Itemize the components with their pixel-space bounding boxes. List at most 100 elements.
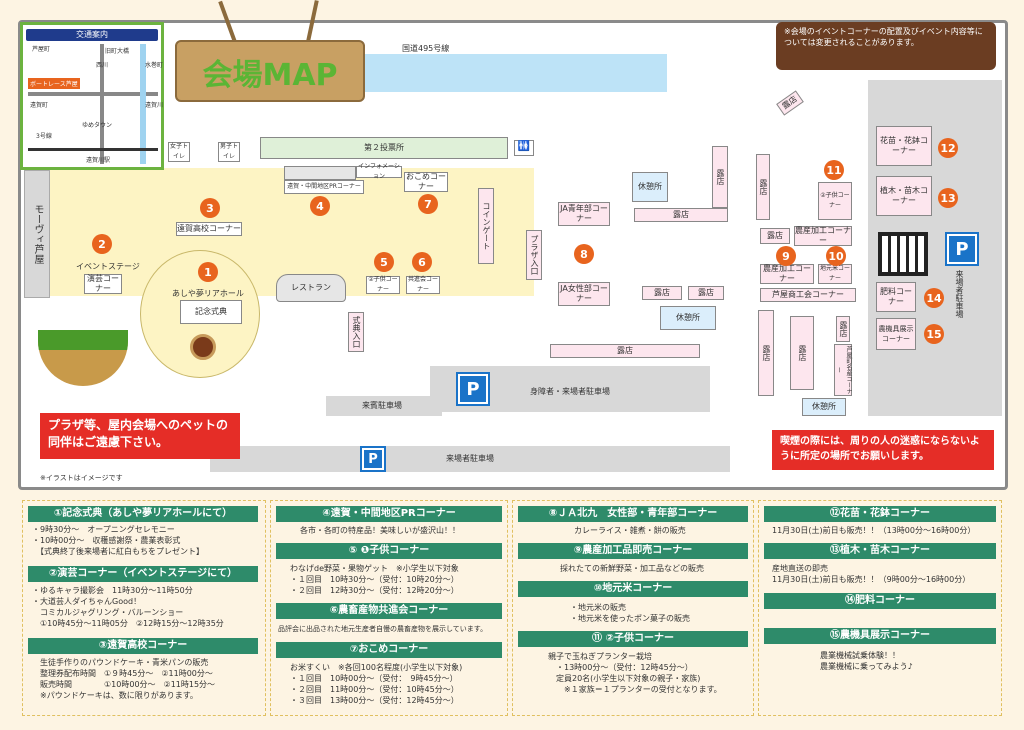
program-title-6: ⑥農畜産物共進会コーナー [276,603,502,619]
marker-9[interactable]: 9 [776,246,796,266]
program-text-2: ・ゆるキャラ撮影会 11時30分～11時50分 ・大道芸人ダイちゃんGood！ … [32,586,224,628]
change-notice: ※会場のイベントコーナーの配置及びイベント内容等については変更されることがありま… [776,22,996,70]
vote-office: 第２投票所 [260,137,508,159]
marker-14[interactable]: 14 [924,288,944,308]
program-title-3: ③遠賀高校コーナー [28,638,258,654]
program-text-4: 各市・各町の特産品！美味しいが盛沢山！！ [300,526,460,535]
visitor-parking-label-right: 来場者駐車場 [955,270,964,318]
visitor-parking-area [210,446,730,472]
marker-13[interactable]: 13 [938,188,958,208]
taiko-drum-icon [190,334,216,360]
machinery-corner[interactable]: 農機具展示コーナー [876,318,916,350]
stall-7: 露店 [760,228,790,244]
nosan-sale-corner[interactable]: 農産加工コーナー [760,264,814,284]
trees-corner[interactable]: 植木・苗木コーナー [876,176,932,216]
stall-6: 露店 [756,154,770,220]
marker-6[interactable]: 6 [412,252,432,272]
coin-gate[interactable]: コインゲート [478,188,494,264]
program-title-10: ⑩地元米コーナー [518,581,748,597]
flowers-corner[interactable]: 花苗・花鉢コーナー [876,126,932,166]
stall-9: 露店 [790,316,814,390]
visitor-parking-icon-right: P [945,232,979,266]
inset-river [140,44,146,164]
program-col-1 [22,500,266,716]
toilet-icon: 🚻 [514,140,534,156]
program-title-7: ⑦おこめコーナー [276,642,502,658]
inset-label-1: 旧町大橋 [105,48,130,55]
inset-label-3: 西川 [96,62,109,69]
inset-label-4: 遠賀町 [30,102,49,109]
nosan-corner[interactable]: 農産加工コーナー [794,226,852,246]
pet-warning: プラザ等、屋内会場へのペットの同伴はご遠慮下さい。 [40,413,240,459]
program-text-10: ・地元米の販売 ・地元米を使ったポン菓子の販売 [570,603,690,623]
inset-road-h [28,92,158,96]
chamber-corner[interactable]: 芦屋商工会コーナー [760,288,856,302]
marker-12[interactable]: 12 [938,138,958,158]
program-text-3: 生徒手作りのパウンドケーキ・青米パンの販売 整理券配布時間 ①９時45分～ ②1… [39,658,216,700]
plaza-entrance[interactable]: プラザ入口 [526,230,542,280]
program-text-5: わなげde野菜・果物ゲット ※小学生以下対象 ・１回目 10時30分～（受付：1… [290,564,459,595]
information-box[interactable]: インフォメーション [356,163,402,180]
marker-15[interactable]: 15 [924,324,944,344]
event-stage-label: イベントステージ [76,262,140,271]
program-title-9: ⑨農産加工品即売コーナー [518,543,748,559]
stall-3: 露店 [642,286,682,300]
kodomo2-corner[interactable]: ②子供コーナー [818,182,852,220]
inset-label-8: 遠賀川駅 [86,157,111,164]
stall-5: 露店 [550,344,700,358]
marker-10[interactable]: 10 [826,246,846,266]
marker-7[interactable]: 7 [418,194,438,214]
ja-women-corner[interactable]: JA女性部コーナー [558,282,610,306]
marker-8[interactable]: 8 [574,244,594,264]
ceremony-box[interactable]: 記念式典 [180,300,242,324]
visitor-parking-icon: P [360,446,386,472]
marker-11[interactable]: 11 [824,160,844,180]
program-text-13: 産地直送の即売 11月30日(土)前日も販売！！（9時00分～16時00分） [772,564,971,584]
engei-corner[interactable]: 演芸コーナー [84,274,122,294]
smoking-warning: 喫煙の際には、周りの人の迷惑にならないように所定の場所でお願いします。 [772,430,994,470]
guest-parking-label: 来賓駐車場 [362,401,402,410]
onga-hs-corner[interactable]: 遠賀高校コーナー [176,222,242,236]
inset-boat-label: ボートレース芦屋 [28,78,80,89]
rest-area-2: 休憩所 [660,306,716,330]
kodomo-corner[interactable]: ②子供コーナー [366,276,400,294]
inset-rail [28,148,158,151]
kyoshinkai-corner[interactable]: 共進会コーナー [406,276,440,294]
guest-parking-area [326,396,442,416]
fertilizer-corner[interactable]: 肥料コーナー [876,282,916,312]
restaurant: レストラン [276,274,346,302]
ceremony-entrance[interactable]: 式典入口 [348,312,364,352]
program-title-2: ②演芸コーナー（イベントステージにて） [28,566,258,582]
program-col-3 [512,500,754,716]
stall-1: 露店 [634,208,728,222]
ja-youth-corner[interactable]: JA青年部コーナー [558,202,610,226]
ashiya-town-corner[interactable]: 芦屋町名産コーナー [834,344,852,396]
visitor-parking-label: 来場者駐車場 [446,454,494,463]
program-text-15: 農業機械試乗体験！！ 農業機械に乗ってみよう♪ [820,651,913,671]
pr-building [284,166,356,180]
map-title: 会場MAP [202,58,338,93]
okome-corner[interactable]: おこめコーナー [404,172,448,192]
stall-10: 露店 [836,316,850,342]
local-rice-corner[interactable]: 地元米コーナー [818,264,852,284]
moovi-ashiya: モーヴィ芦屋 [24,170,50,298]
illustration-note: ※イラストはイメージです [40,474,123,482]
map-title-sign [175,40,365,102]
marker-4[interactable]: 4 [310,196,330,216]
marker-1[interactable]: 1 [198,262,218,282]
marker-2[interactable]: 2 [92,234,112,254]
program-text-9: 採れたての新鮮野菜・加工品などの販売 [560,564,704,573]
pr-corner[interactable]: 遠賀・中間地区PRコーナー [284,180,364,194]
disabled-parking-label: 身障者・来場者駐車場 [530,387,610,396]
inset-label-7: 3号線 [36,133,52,140]
rest-area-1: 休憩所 [632,172,668,202]
program-col-4 [758,500,1002,716]
marker-3[interactable]: 3 [200,198,220,218]
program-text-6: 品評会に出品された地元生産者自慢の農畜産物を展示しています。 [278,625,488,633]
program-title-11: ⑪ ②子供コーナー [518,631,748,647]
sea-area [355,54,667,92]
marker-5[interactable]: 5 [374,252,394,272]
program-text-1: ・9時30分～ オープニングセレモニー ・10時00分～ 収穫感謝祭・農業表彰式… [32,525,204,556]
stall-4: 露店 [688,286,724,300]
program-title-8: ⑧ＪＡ北九 女性部・青年部コーナー [518,506,748,522]
